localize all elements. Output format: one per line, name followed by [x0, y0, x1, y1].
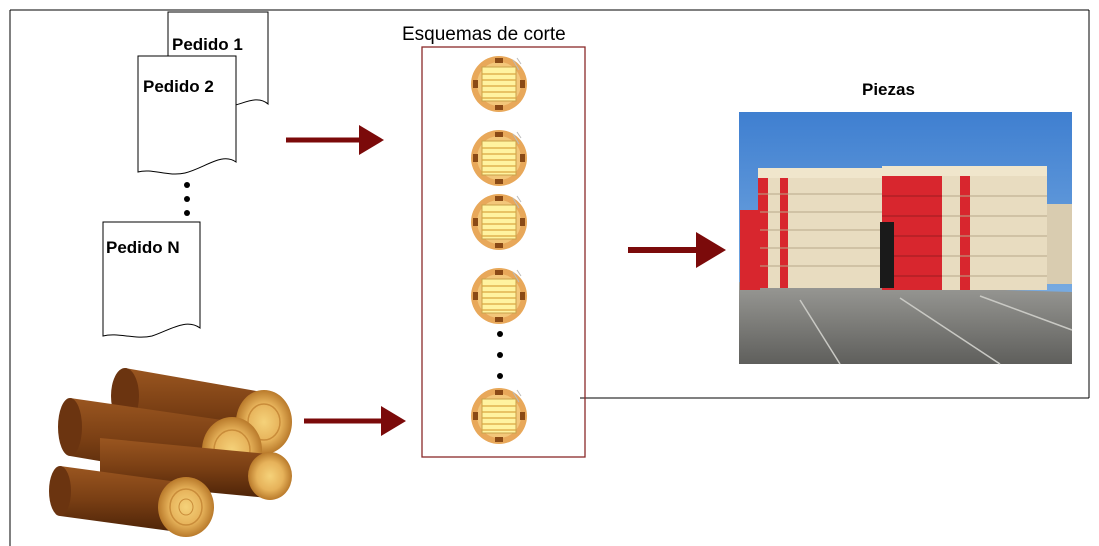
cutting-pattern-icon [470, 387, 528, 445]
cutting-pattern-icon [470, 55, 528, 113]
cutting-pattern-icon [470, 267, 528, 325]
logs-icon [49, 368, 292, 537]
order-document-2: Pedido 2 [137, 55, 237, 175]
cutting-pattern-icon [470, 129, 528, 187]
order-document-n: Pedido N [102, 221, 201, 338]
cutting-patterns-box [421, 46, 586, 458]
outer-frame [9, 9, 1090, 546]
orders-ellipsis [184, 182, 190, 216]
order-2-label: Pedido 2 [143, 77, 214, 96]
cutting-pattern-icon [470, 193, 528, 251]
pieces-title: Piezas [862, 80, 915, 99]
order-n-label: Pedido N [106, 238, 180, 257]
lumber-photo [739, 112, 1073, 365]
patterns-ellipsis [497, 331, 503, 379]
order-1-label: Pedido 1 [172, 35, 243, 54]
cutting-patterns-title: Esquemas de corte [402, 24, 566, 45]
